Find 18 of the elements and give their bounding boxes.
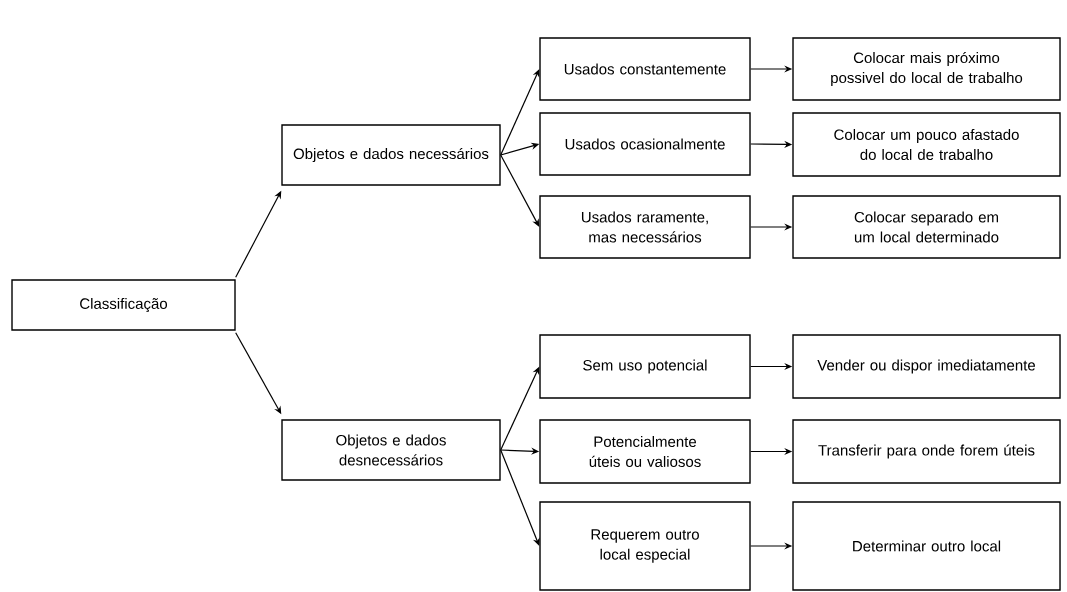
- action-box: Colocar um pouco afastado do local de trabalho: [792, 112, 1061, 177]
- root-box: Classificação: [11, 279, 236, 331]
- step-box: Potencialmente úteis ou valiosos: [539, 419, 751, 484]
- action-box: Transferir para onde forem úteis: [792, 419, 1061, 484]
- step-box: Requerem outro local especial: [539, 501, 751, 591]
- step-box: Sem uso potencial: [539, 334, 751, 399]
- step-box: Usados raramente, mas necessários: [539, 195, 751, 259]
- step-box: Usados constantemente: [539, 37, 751, 101]
- action-box: Vender ou dispor imediatamente: [792, 334, 1061, 399]
- category-box: Objetos e dados desnecessários: [281, 419, 501, 481]
- arrow: [500, 449, 540, 546]
- step-box: Usados ocasionalmente: [539, 112, 751, 176]
- arrow: [500, 69, 540, 156]
- action-box: Colocar separado em um local determinado: [792, 195, 1061, 259]
- action-box: Determinar outro local: [792, 501, 1061, 591]
- action-box: Colocar mais próximo possivel do local de trabalho: [792, 37, 1061, 101]
- category-box: Objetos e dados necessários: [281, 124, 501, 186]
- arrow: [500, 154, 540, 227]
